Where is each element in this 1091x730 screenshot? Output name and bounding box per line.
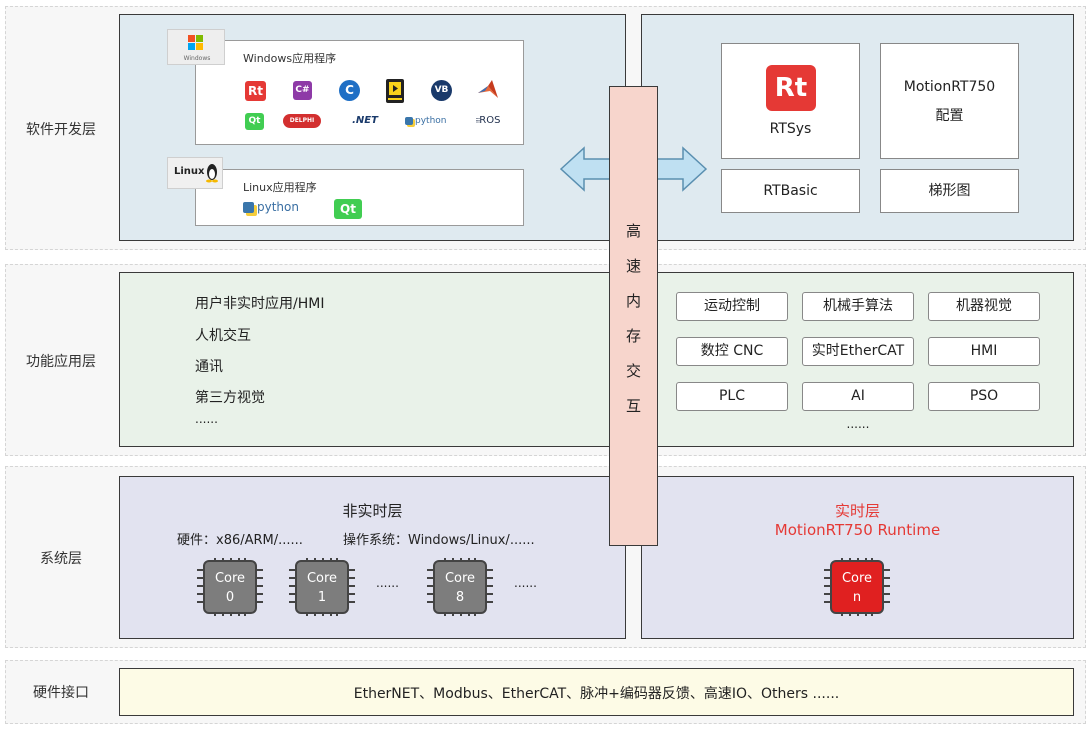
software-right-panel: Rt RTSys MotionRT750 配置 RTBasic 梯形图 <box>641 14 1074 241</box>
core-chip-id: 1 <box>317 590 327 605</box>
nonrt-os-text: 操作系统：Windows/Linux/...... <box>343 533 535 548</box>
python-logo-label: python <box>415 116 447 126</box>
layer-label-software: 软件开发层 <box>26 122 96 138</box>
core-chip-label: Core <box>214 571 246 586</box>
rtsys-logo-icon: Rt <box>766 65 816 111</box>
core-chip-8: Core 8 <box>433 560 487 614</box>
rtbasic-box[interactable]: RTBasic <box>721 169 860 213</box>
ladder-box[interactable]: 梯形图 <box>880 169 1019 213</box>
nonrt-app-item: ...... <box>195 412 218 426</box>
feature-robot-algorithm: 机械手算法 <box>802 292 914 321</box>
qt-linux-logo-icon: Qt <box>334 199 362 219</box>
hardware-interface-panel: EtherNET、Modbus、EtherCAT、脉冲+编码器反馈、高速IO、O… <box>119 668 1074 716</box>
config-label-line2: 配置 <box>935 108 964 124</box>
ladder-label: 梯形图 <box>928 183 971 199</box>
linux-logo-badge: Linux <box>167 157 223 189</box>
rt-layer-title: 实时层 <box>834 502 880 520</box>
feature-pso: PSO <box>928 382 1040 411</box>
software-left-panel: Windows应用程序 Rt C# C VB Qt DELPHI .NET py… <box>119 14 626 241</box>
memory-bar-char: 速 <box>625 257 641 275</box>
linux-badge-label: Linux <box>174 166 205 177</box>
rtsys-box[interactable]: Rt RTSys <box>721 43 860 159</box>
rtbasic-label: RTBasic <box>763 183 818 199</box>
feature-ai: AI <box>802 382 914 411</box>
python-linux-logo-icon: python <box>243 199 309 217</box>
feature-motion-control: 运动控制 <box>676 292 788 321</box>
core-chip-0: Core 0 <box>203 560 257 614</box>
qt-logo-icon: Qt <box>245 113 264 130</box>
core-ellipsis-1: ...... <box>376 576 399 590</box>
core-ellipsis-2: ...... <box>514 576 537 590</box>
function-left-panel <box>119 272 626 447</box>
feature-plc: PLC <box>676 382 788 411</box>
core-chip-label: Core <box>841 571 873 586</box>
windows-logo-badge: Windows <box>167 29 225 65</box>
linux-app-card: Linux应用程序 python Qt <box>195 169 524 226</box>
linux-app-title: Linux应用程序 <box>243 181 317 194</box>
windows-badge-label: Windows <box>183 55 211 62</box>
core-chip-id: n <box>852 590 862 605</box>
motionrt750-config-box[interactable]: MotionRT750 配置 <box>880 43 1019 159</box>
core-chip-n: Core n <box>830 560 884 614</box>
layer-label-system: 系统层 <box>40 551 82 567</box>
ros-logo-icon: ⁝⁝⁝ROS <box>475 115 501 126</box>
config-label-line1: MotionRT750 <box>903 79 996 95</box>
core-chip-id: 0 <box>225 590 235 605</box>
python-linux-label: python <box>257 200 299 214</box>
core-chip-label: Core <box>444 571 476 586</box>
feature-machine-vision: 机器视觉 <box>928 292 1040 321</box>
nonrt-app-item: 第三方视觉 <box>195 390 265 406</box>
memory-bar-char: 内 <box>625 292 641 310</box>
feature-hmi: HMI <box>928 337 1040 366</box>
nonrt-app-item: 人机交互 <box>195 328 251 344</box>
core-chip-id: 8 <box>455 590 465 605</box>
memory-bar-char: 高 <box>625 222 641 240</box>
right-arrow-icon <box>650 146 707 192</box>
memory-bar-char: 交 <box>625 362 641 380</box>
feature-ellipsis: ...... <box>846 417 870 431</box>
delphi-logo-icon: DELPHI <box>283 114 321 128</box>
ros-logo-label: ROS <box>479 115 501 126</box>
core-chip-label: Core <box>306 571 338 586</box>
rtsys-label: RTSys <box>769 121 812 137</box>
nonrt-app-item: 用户非实时应用/HMI <box>195 296 325 312</box>
memory-bar-char: 互 <box>625 397 641 415</box>
csharp-logo-icon: C# <box>293 81 312 100</box>
matlab-logo-icon <box>476 78 500 102</box>
vb-logo-icon: VB <box>431 80 452 101</box>
feature-cnc: 数控 CNC <box>676 337 788 366</box>
nonrt-layer-title: 非实时层 <box>342 502 403 520</box>
c-logo-icon: C <box>339 80 360 101</box>
labview-logo-icon <box>386 79 404 103</box>
nonrt-app-item: 通讯 <box>195 359 223 375</box>
rt-layer-subtitle: MotionRT750 Runtime <box>774 521 941 539</box>
hardware-interface-text: EtherNET、Modbus、EtherCAT、脉冲+编码器反馈、高速IO、O… <box>353 686 840 702</box>
core-chip-1: Core 1 <box>295 560 349 614</box>
python-logo-icon: python <box>405 113 453 129</box>
rt-logo-icon: Rt <box>245 81 266 101</box>
windows-app-card: Windows应用程序 Rt C# C VB Qt DELPHI .NET py… <box>195 40 524 145</box>
shared-memory-bar: 高 速 内 存 交 互 <box>609 86 658 546</box>
windows-app-title: Windows应用程序 <box>243 52 337 65</box>
dotnet-logo-icon: .NET <box>352 115 378 126</box>
memory-bar-char: 存 <box>625 327 641 345</box>
layer-label-hardware: 硬件接口 <box>33 685 89 701</box>
nonrt-hardware-text: 硬件：x86/ARM/...... <box>177 533 303 548</box>
feature-ethercat: 实时EtherCAT <box>802 337 914 366</box>
layer-label-function: 功能应用层 <box>26 354 96 370</box>
